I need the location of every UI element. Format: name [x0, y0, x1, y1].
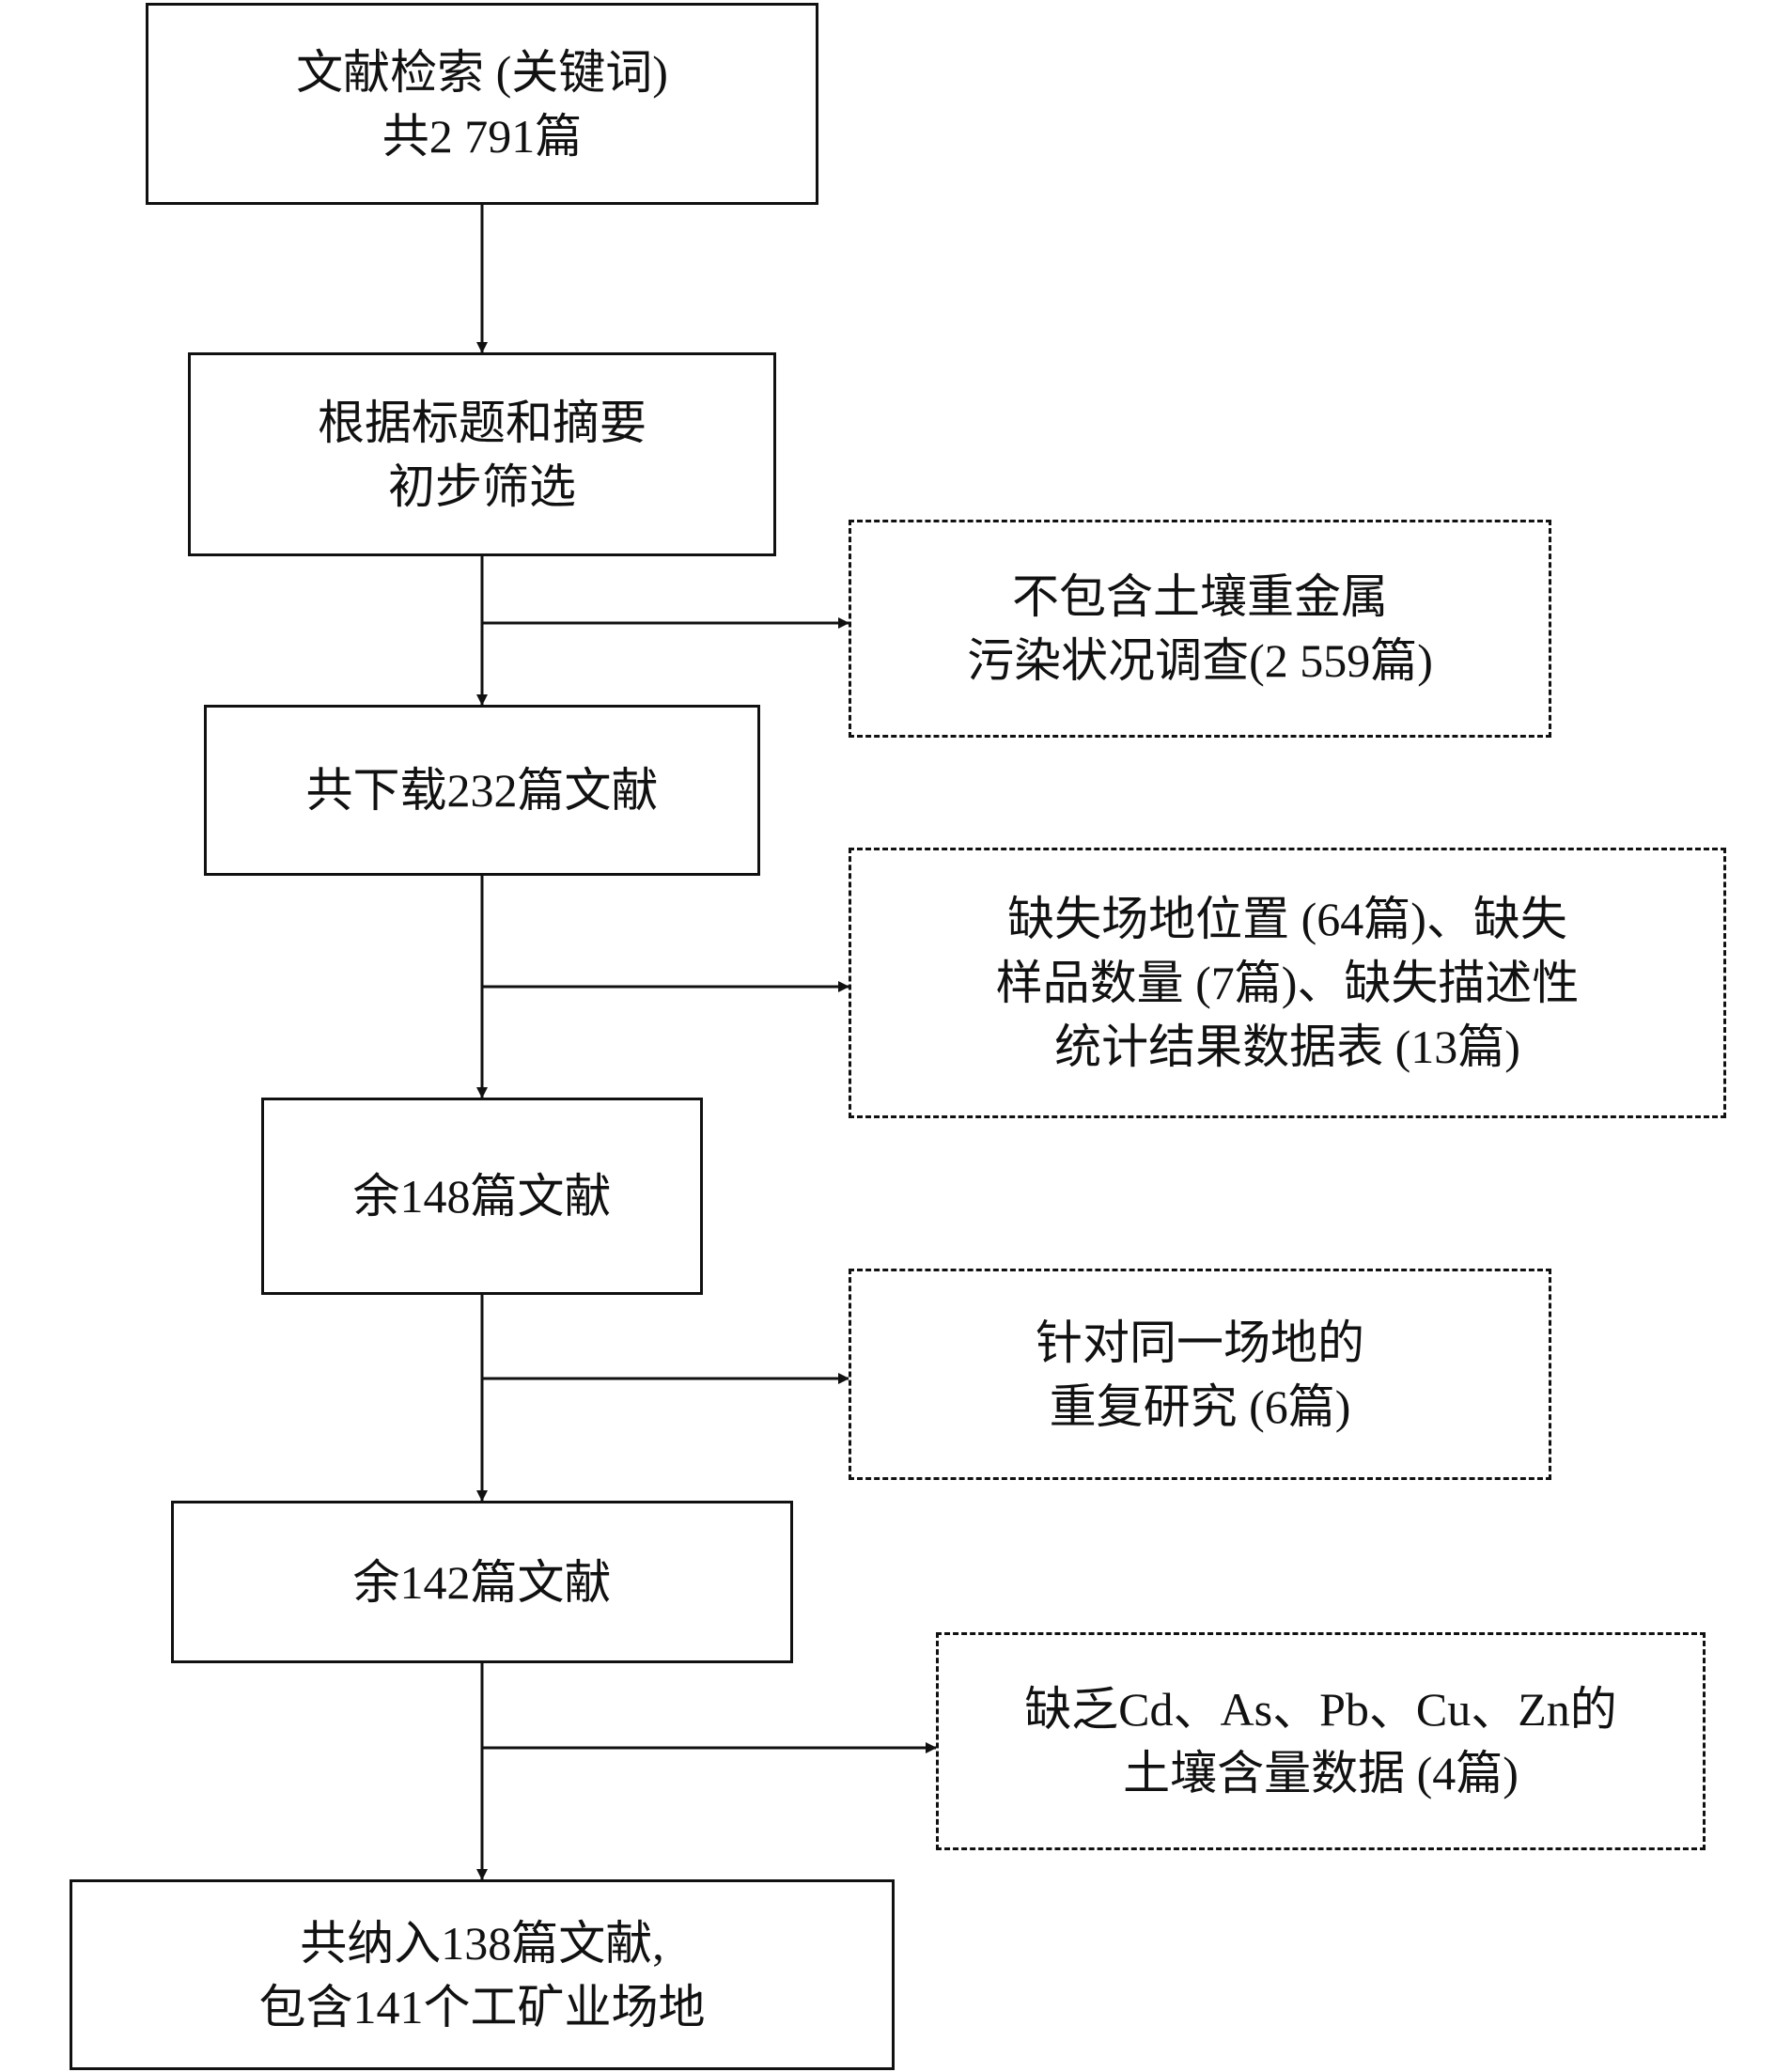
exclusion-3-line-1: 针对同一场地的 — [1036, 1316, 1364, 1369]
step-initial-screening: 根据标题和摘要 初步筛选 — [188, 352, 776, 556]
exclusion-4-line-1: 缺乏Cd、As、Pb、Cu、Zn的 — [1024, 1683, 1617, 1736]
exclusion-3-line-2: 重复研究 (6篇) — [1049, 1379, 1351, 1433]
exclusion-2-line-3: 统计结果数据表 (13篇) — [1054, 1020, 1520, 1073]
step-included-line-2: 包含141个工矿业场地 — [258, 1980, 706, 2033]
exclusion-2-line-2: 样品数量 (7篇)、缺失描述性 — [995, 957, 1580, 1009]
step-downloaded: 共下载232篇文献 — [204, 705, 760, 876]
exclusion-missing-data: 缺失场地位置 (64篇)、缺失 样品数量 (7篇)、缺失描述性 统计结果数据表 … — [849, 848, 1726, 1118]
step-initial-screening-line-2: 初步筛选 — [388, 460, 576, 513]
exclusion-no-heavy-metal-survey: 不包含土壤重金属 污染状况调查(2 559篇) — [849, 520, 1551, 738]
step-included-line-1: 共纳入138篇文献, — [300, 1916, 664, 1970]
step-literature-search: 文献检索 (关键词) 共2 791篇 — [146, 3, 818, 205]
exclusion-1-line-1: 不包含土壤重金属 — [1012, 570, 1388, 623]
step-remaining-148-line-1: 余148篇文献 — [352, 1170, 612, 1223]
step-literature-search-line-2: 共2 791篇 — [382, 109, 583, 163]
exclusion-4-line-2: 土壤含量数据 (4篇) — [1123, 1747, 1519, 1799]
step-remaining-148: 余148篇文献 — [261, 1098, 703, 1295]
step-downloaded-line-1: 共下载232篇文献 — [305, 764, 659, 817]
exclusion-missing-metal-content: 缺乏Cd、As、Pb、Cu、Zn的 土壤含量数据 (4篇) — [936, 1632, 1706, 1850]
step-included: 共纳入138篇文献, 包含141个工矿业场地 — [70, 1879, 895, 2070]
step-initial-screening-line-1: 根据标题和摘要 — [318, 396, 647, 449]
step-remaining-142: 余142篇文献 — [171, 1501, 793, 1663]
step-literature-search-line-1: 文献检索 (关键词) — [296, 45, 668, 99]
exclusion-duplicate-site: 针对同一场地的 重复研究 (6篇) — [849, 1269, 1551, 1480]
exclusion-2-line-1: 缺失场地位置 (64篇)、缺失 — [1007, 893, 1567, 945]
exclusion-1-line-2: 污染状况调查(2 559篇) — [967, 634, 1433, 687]
step-remaining-142-line-1: 余142篇文献 — [352, 1555, 612, 1609]
